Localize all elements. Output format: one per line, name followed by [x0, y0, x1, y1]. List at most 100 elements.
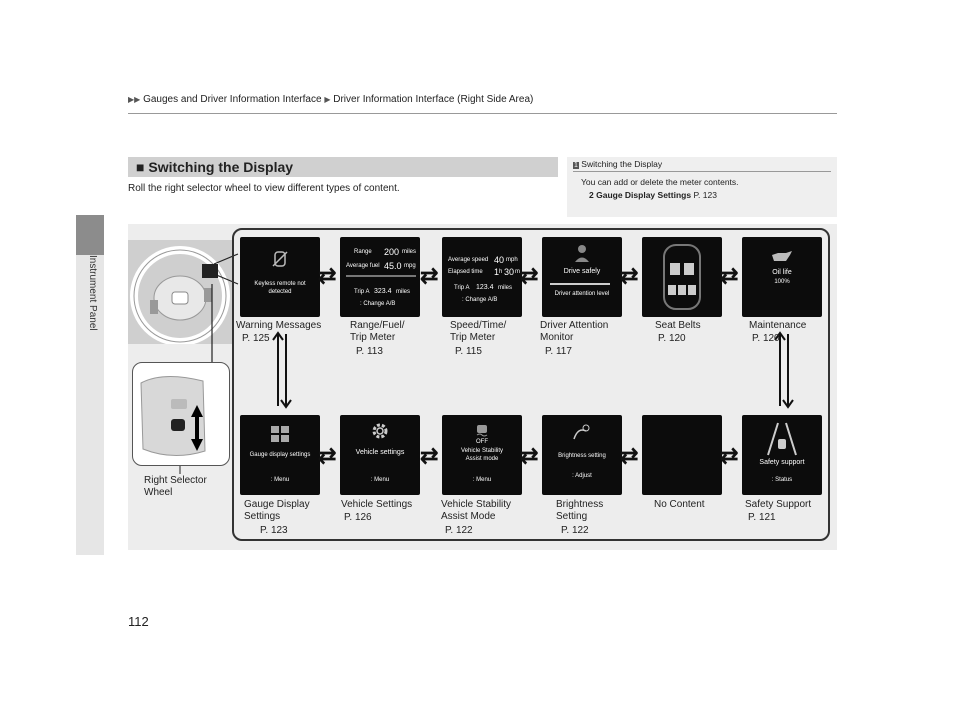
page-ref-warning[interactable]: P. 125: [242, 333, 270, 344]
label-gauge-display: Gauge Display Settings: [244, 499, 310, 523]
header-rule: [128, 113, 837, 114]
cycle-arrow-icon: ⇄: [620, 443, 639, 468]
change-ab-text: : Change A/B: [462, 297, 498, 303]
driver-icon: [575, 245, 589, 262]
screen-driver-attention: Drive safely Driver attention level: [542, 237, 622, 317]
label-driver-attention: Driver Attention Monitor: [540, 320, 608, 344]
label-warning-messages: Warning Messages: [236, 320, 322, 331]
screen-seat-belts: [642, 237, 722, 317]
label-vsa: Vehicle Stability Assist Mode: [441, 499, 511, 523]
trip-unit: miles: [498, 285, 513, 291]
elapsed-h-unit: h: [499, 269, 503, 275]
page-number: 112: [128, 614, 149, 629]
reference-arrow-icon: 2: [589, 190, 594, 200]
screen-speed-time: Average speed 40 mph Elapsed time 1 h 30…: [442, 237, 522, 317]
breadcrumb: ▶▶ Gauges and Driver Information Interfa…: [128, 94, 533, 105]
oil-life-label: Oil life: [772, 269, 792, 276]
avg-speed-unit: mph: [506, 257, 518, 263]
trip-label: Trip A: [454, 285, 470, 291]
label-gauge-line-2: Settings: [244, 511, 281, 522]
label-driver-line-1: Driver Attention: [540, 320, 609, 331]
menu-hint: : Menu: [370, 477, 390, 483]
menu-hint: : Menu: [270, 477, 290, 483]
cycle-arrow-icon: ⇄: [420, 263, 439, 288]
range-label: Range: [354, 249, 372, 255]
cycle-arrow-icon: ⇄: [420, 443, 439, 468]
gauge-settings-icon: [271, 426, 289, 442]
page-ref-seat[interactable]: P. 120: [658, 333, 686, 344]
oil-life-value: 100%: [774, 279, 790, 285]
cycle-arrow-icon: ⇄: [318, 443, 337, 468]
page-ref-speed[interactable]: P. 115: [455, 346, 482, 357]
drive-safely-text: Drive safely: [563, 268, 601, 275]
page-ref-driver[interactable]: P. 117: [545, 346, 572, 357]
steering-wheel-illustration: [128, 240, 232, 344]
trip-value: 123.4: [476, 284, 494, 291]
warning-line-1: Keyless remote not: [254, 281, 306, 287]
chapter-label: Instrument Panel: [87, 255, 98, 331]
label-speed-line-1: Speed/Time/: [450, 320, 507, 331]
note-marker-icon: 1: [573, 162, 579, 169]
elapsed-minutes: 30: [504, 267, 515, 277]
screen-no-content: [642, 415, 722, 495]
page-ref-vsa[interactable]: P. 122: [445, 525, 473, 536]
cycle-arrow-icon: ⇄: [520, 263, 539, 288]
label-maintenance: Maintenance: [749, 320, 807, 331]
fuel-unit: mpg: [404, 263, 416, 269]
screen-maintenance: Oil life 100%: [742, 237, 822, 317]
vsa-line-2: Assist mode: [465, 456, 499, 462]
vsa-off-icon: [476, 425, 488, 437]
display-cycle-frame: [232, 228, 830, 541]
vsa-off-text: OFF: [476, 439, 488, 445]
page-ref-safety[interactable]: P. 121: [748, 512, 776, 523]
selector-label-line-1: Right Selector: [144, 475, 207, 486]
avg-speed-label: Average speed: [448, 257, 489, 263]
side-note-title: 1 Switching the Display: [573, 159, 831, 172]
breadcrumb-part-2[interactable]: Driver Information Interface (Right Side…: [333, 94, 534, 105]
label-range-line-1: Range/Fuel/: [350, 320, 405, 331]
breadcrumb-arrow-icon: ▶▶: [128, 95, 141, 104]
warning-line-2: detected: [268, 289, 292, 295]
section-header: ■ Switching the Display: [128, 157, 558, 177]
screen-gauge-display-settings: Gauge display settings : Menu: [240, 415, 320, 495]
page-ref-gauge[interactable]: P. 123: [260, 525, 288, 536]
elapsed-hours: 1: [494, 267, 500, 277]
safety-support-road-icon: [767, 422, 797, 456]
range-unit: miles: [402, 249, 417, 255]
breadcrumb-arrow-icon: ▶: [324, 95, 331, 104]
label-vsa-line-1: Vehicle Stability: [441, 499, 512, 510]
avg-speed-value: 40: [494, 255, 505, 265]
page-ref-maint[interactable]: P. 120: [752, 333, 780, 344]
label-brightness: Brightness Setting: [556, 499, 603, 523]
gear-icon: [372, 423, 388, 439]
screen-range-fuel: Range 200 miles Average fuel 45.0 mpg Tr…: [340, 237, 420, 317]
cycle-arrow-icon: ⇄: [520, 443, 539, 468]
selector-label-line-2: Wheel: [144, 487, 173, 498]
fuel-value: 45.0: [384, 261, 402, 271]
label-no-content: No Content: [654, 499, 705, 510]
trip-unit: miles: [396, 289, 411, 295]
chapter-tab: [76, 215, 104, 255]
vertical-cycle-arrow-icon: [774, 331, 794, 409]
selector-label: Right Selector Wheel: [144, 475, 207, 499]
attention-level-bar: [550, 283, 610, 285]
attention-level-label: Driver attention level: [554, 291, 610, 297]
page-ref-range[interactable]: P. 113: [356, 346, 383, 357]
screen-brightness-setting: Brightness setting : Adjust: [542, 415, 622, 495]
section-title: Switching the Display: [148, 159, 294, 175]
breadcrumb-part-1[interactable]: Gauges and Driver Information Interface: [143, 94, 322, 105]
label-range-fuel: Range/Fuel/ Trip Meter: [350, 320, 404, 344]
screen-vsa-mode: OFF Vehicle Stability Assist mode : Menu: [442, 415, 522, 495]
selector-wheel-illustration: [132, 362, 230, 466]
brightness-icon: [573, 424, 590, 440]
label-speed-time: Speed/Time/ Trip Meter: [450, 320, 506, 344]
side-note-body: You can add or delete the meter contents…: [573, 176, 831, 202]
side-note-ref[interactable]: 2 Gauge Display Settings P. 123: [581, 189, 831, 202]
side-note-ref-page: P. 123: [693, 190, 717, 200]
change-ab-text: : Change A/B: [360, 301, 396, 307]
page-ref-vehicle[interactable]: P. 126: [344, 512, 372, 523]
label-driver-line-2: Monitor: [540, 332, 574, 343]
page-ref-brightness[interactable]: P. 122: [561, 525, 589, 536]
label-range-line-2: Trip Meter: [350, 332, 396, 343]
vertical-cycle-arrow-icon: [272, 331, 292, 409]
